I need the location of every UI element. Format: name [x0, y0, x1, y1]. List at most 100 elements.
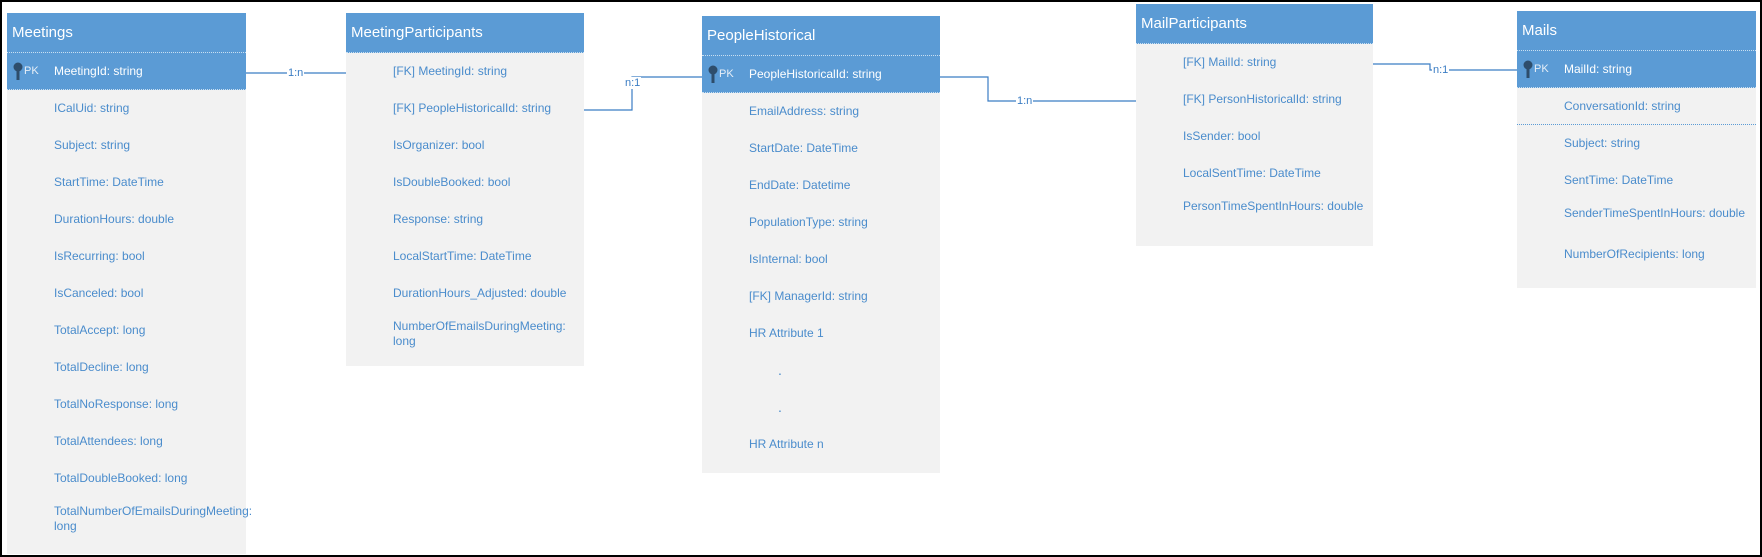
field-name: EndDate: Datetime	[749, 178, 851, 192]
field-row[interactable]: Subject: string	[7, 127, 246, 164]
field-name: IsOrganizer: bool	[393, 138, 485, 152]
field-row[interactable]: TotalNoResponse: long	[7, 386, 246, 423]
field-name: [FK] MailId: string	[1183, 55, 1277, 69]
field-row[interactable]: [FK] PeopleHistoricalId: string	[346, 90, 584, 127]
field-name: IsCanceled: bool	[54, 286, 144, 300]
ellipsis-dot: .	[778, 362, 782, 378]
field-name: LocalSentTime: DateTime	[1183, 166, 1321, 180]
field-name: IsSender: bool	[1183, 129, 1261, 143]
pk-label: PK	[719, 68, 734, 80]
field-name: IsRecurring: bool	[54, 249, 145, 263]
field-name: StartTime: DateTime	[54, 175, 164, 189]
entity-title: MailParticipants	[1136, 4, 1373, 44]
field-row[interactable]: TotalDoubleBooked: long	[7, 460, 246, 497]
field-name: SentTime: DateTime	[1564, 173, 1674, 187]
field-row[interactable]: StartDate: DateTime	[702, 130, 940, 167]
field-name: [FK] ManagerId: string	[749, 289, 868, 303]
entity-mails[interactable]: Mails PK MailId: string ConversationId: …	[1517, 11, 1756, 288]
field-row[interactable]: [FK] MeetingId: string	[346, 53, 584, 90]
field-name: NumberOfEmailsDuringMeeting: long	[393, 319, 566, 348]
relationship-label: n:1	[624, 77, 642, 89]
primary-key-row[interactable]: PK MeetingId: string	[7, 53, 246, 90]
field-row[interactable]: HR Attribute n	[702, 426, 940, 463]
field-name: PersonTimeSpentInHours: double	[1183, 199, 1364, 213]
relationship-label: n:1	[1432, 64, 1450, 76]
field-name: [FK] PersonHistoricalId: string	[1183, 92, 1342, 106]
field-name: StartDate: DateTime	[749, 141, 858, 155]
field-row[interactable]: SentTime: DateTime	[1517, 162, 1756, 199]
field-row[interactable]: IsOrganizer: bool	[346, 127, 584, 164]
field-row[interactable]: IsInternal: bool	[702, 241, 940, 278]
field-name: EmailAddress: string	[749, 104, 860, 118]
field-row[interactable]: TotalDecline: long	[7, 349, 246, 386]
entity-meetings[interactable]: Meetings PK MeetingId: string ICalUid: s…	[7, 13, 253, 554]
entity-meeting-participants[interactable]: MeetingParticipants [FK] MeetingId: stri…	[346, 13, 584, 366]
field-row[interactable]: NumberOfEmailsDuringMeeting: long	[346, 312, 584, 349]
field-row[interactable]: TotalAccept: long	[7, 312, 246, 349]
ellipsis-row: .	[702, 352, 940, 389]
field-row[interactable]: TotalNumberOfEmailsDuringMeeting: long	[7, 497, 253, 534]
ellipsis-row: .	[702, 389, 940, 426]
pk-label: PK	[24, 65, 39, 77]
field-name: [FK] PeopleHistoricalId: string	[393, 101, 552, 115]
field-name: Subject: string	[1564, 136, 1641, 150]
field-row[interactable]: [FK] MailId: string	[1136, 44, 1373, 81]
key-icon: PK	[1522, 60, 1552, 80]
field-row[interactable]: NumberOfRecipients: long	[1517, 236, 1756, 273]
field-row[interactable]: EndDate: Datetime	[702, 167, 940, 204]
field-name: SenderTimeSpentInHours: double	[1564, 206, 1745, 220]
field-row[interactable]: LocalStartTime: DateTime	[346, 238, 584, 275]
field-row[interactable]: IsCanceled: bool	[7, 275, 246, 312]
field-name: TotalAttendees: long	[54, 434, 163, 448]
field-row[interactable]: PopulationType: string	[702, 204, 940, 241]
entity-title: MeetingParticipants	[346, 13, 584, 53]
relationship-label: 1:n	[1016, 95, 1034, 107]
field-row[interactable]: IsDoubleBooked: bool	[346, 164, 584, 201]
field-name: TotalDecline: long	[54, 360, 149, 374]
entity-people-historical[interactable]: PeopleHistorical PK PeopleHistoricalId: …	[702, 16, 940, 473]
field-name: TotalNumberOfEmailsDuringMeeting: long	[54, 504, 253, 533]
field-name: ConversationId: string	[1564, 99, 1681, 113]
key-icon: PK	[707, 65, 737, 85]
entity-mail-participants[interactable]: MailParticipants [FK] MailId: string [FK…	[1136, 4, 1373, 246]
field-row[interactable]: [FK] ManagerId: string	[702, 278, 940, 315]
field-name: MailId: string	[1564, 62, 1633, 76]
connector-people-mailparticipants	[940, 76, 1136, 102]
field-name: LocalStartTime: DateTime	[393, 249, 532, 263]
relationship-label: 1:n	[287, 67, 305, 79]
field-name: HR Attribute n	[749, 437, 824, 451]
field-row[interactable]: SenderTimeSpentInHours: double	[1517, 199, 1756, 236]
field-row[interactable]: HR Attribute 1	[702, 315, 940, 352]
entity-title: Mails	[1517, 11, 1756, 51]
field-name: DurationHours: double	[54, 212, 175, 226]
field-name: PeopleHistoricalId: string	[749, 67, 882, 81]
entity-title: PeopleHistorical	[702, 16, 940, 56]
field-name: DurationHours_Adjusted: double	[393, 286, 567, 300]
field-row[interactable]: DurationHours: double	[7, 201, 246, 238]
field-row[interactable]: [FK] PersonHistoricalId: string	[1136, 81, 1373, 118]
field-name: TotalNoResponse: long	[54, 397, 179, 411]
field-name: NumberOfRecipients: long	[1564, 247, 1705, 261]
field-row[interactable]: IsRecurring: bool	[7, 238, 246, 275]
field-row[interactable]: Response: string	[346, 201, 584, 238]
field-row[interactable]: ConversationId: string	[1517, 88, 1756, 125]
field-row[interactable]: IsSender: bool	[1136, 118, 1373, 155]
primary-key-row[interactable]: PK PeopleHistoricalId: string	[702, 56, 940, 93]
field-row[interactable]: StartTime: DateTime	[7, 164, 246, 201]
field-name: TotalAccept: long	[54, 323, 146, 337]
field-row[interactable]: ICalUid: string	[7, 90, 246, 127]
connector-mailparticipants-mails	[1373, 63, 1517, 71]
field-row[interactable]: EmailAddress: string	[702, 93, 940, 130]
field-row[interactable]: TotalAttendees: long	[7, 423, 246, 460]
field-row[interactable]: PersonTimeSpentInHours: double	[1136, 192, 1373, 229]
field-name: Response: string	[393, 212, 484, 226]
field-row[interactable]: Subject: string	[1517, 125, 1756, 162]
field-row[interactable]: DurationHours_Adjusted: double	[346, 275, 584, 312]
ellipsis-dot: .	[778, 399, 782, 415]
field-name: IsInternal: bool	[749, 252, 828, 266]
field-row[interactable]: LocalSentTime: DateTime	[1136, 155, 1373, 192]
connector-participants-people	[584, 76, 702, 111]
primary-key-row[interactable]: PK MailId: string	[1517, 51, 1756, 88]
